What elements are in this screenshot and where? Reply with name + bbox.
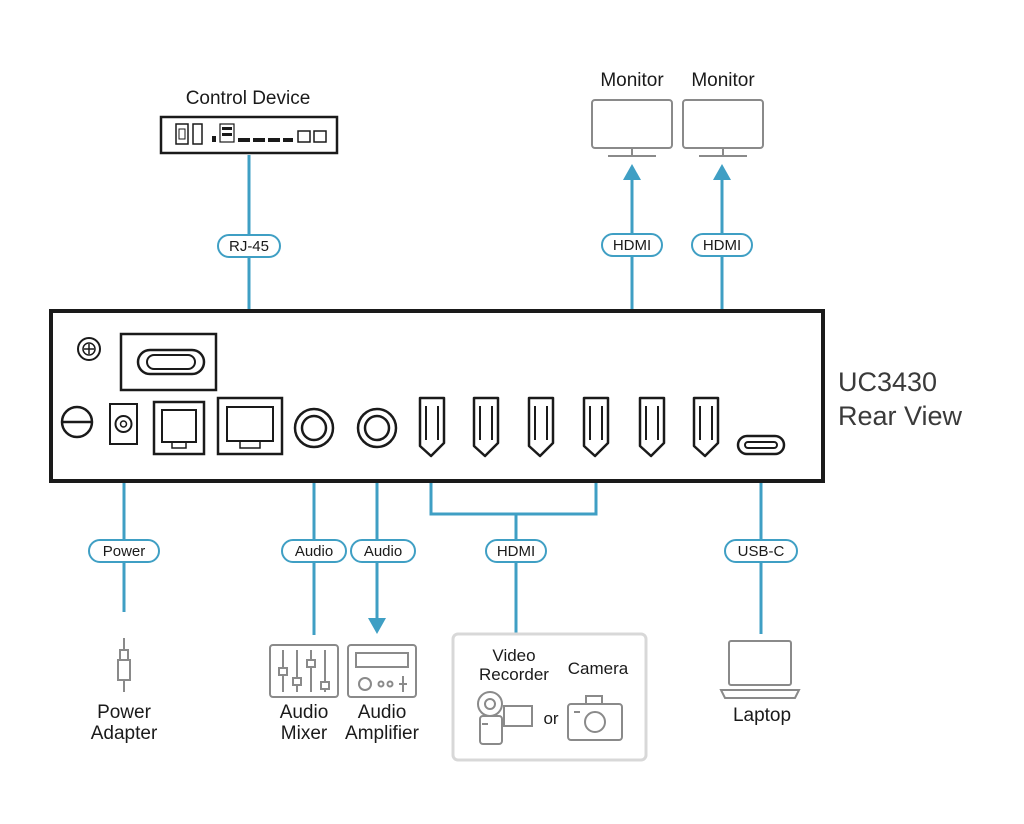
control-device-label: Control Device	[185, 88, 311, 109]
audio-in-connection-label: Audio	[281, 539, 347, 563]
audio-out-arrowhead	[368, 618, 386, 634]
usb-c-port-icon	[736, 434, 786, 456]
audio-out-connection-label: Audio	[350, 539, 416, 563]
monitor-icon	[591, 99, 673, 157]
monitor-2-label: Monitor	[691, 70, 755, 91]
or-label: or	[543, 709, 559, 728]
rj11-port-icon	[152, 400, 206, 456]
device-model: UC3430	[838, 367, 938, 397]
hdmi-port-icon	[527, 396, 555, 458]
device-view: Rear View	[838, 400, 963, 431]
audio-out-jack-icon	[356, 407, 398, 449]
camera-icon	[567, 695, 623, 741]
hdmi-port-icon	[638, 396, 666, 458]
video-recorder-icon	[477, 691, 533, 745]
security-slot-icon	[60, 405, 94, 439]
control-device-icon	[159, 115, 339, 155]
power-adapter-plug-icon	[117, 638, 131, 692]
video-recorder-label: Video Recorder	[479, 646, 549, 684]
audio-amplifier-label: Audio Amplifier	[345, 702, 419, 744]
ground-screw-icon	[77, 337, 101, 361]
power-switch-icon	[119, 332, 218, 392]
usb-c-connection-label: USB-C	[724, 539, 798, 563]
hdmi-port-icon	[692, 396, 720, 458]
laptop-icon	[719, 640, 801, 699]
hdmi-port-icon	[582, 396, 610, 458]
audio-in-jack-icon	[293, 407, 335, 449]
monitor-icon	[682, 99, 764, 157]
dc-power-port-icon	[109, 403, 138, 445]
audio-amplifier-icon	[347, 644, 417, 698]
laptop-label: Laptop	[732, 705, 792, 726]
hdmi-port-icon	[472, 396, 500, 458]
hdmi-out-2-arrowhead	[713, 164, 731, 180]
hdmi-out-1-connection-label: HDMI	[601, 233, 663, 257]
device-title: UC3430 Rear View	[838, 366, 962, 434]
audio-mixer-icon	[269, 644, 339, 698]
uc3430-rear-panel	[49, 309, 825, 483]
monitor-1-label: Monitor	[600, 70, 664, 91]
hdmi-out-2-connection-label: HDMI	[691, 233, 753, 257]
power-adapter-label: Power Adapter	[90, 702, 158, 744]
camera-label: Camera	[567, 659, 629, 678]
power-connection-label: Power	[88, 539, 160, 563]
hdmi-port-icon	[418, 396, 446, 458]
hdmi-out-1-arrowhead	[623, 164, 641, 180]
audio-mixer-label: Audio Mixer	[279, 702, 329, 744]
hdmi-in-connection-label: HDMI	[485, 539, 547, 563]
hdmi-ports	[418, 396, 720, 458]
rj45-connection-label: RJ-45	[217, 234, 281, 258]
rj45-port-icon	[216, 396, 284, 456]
